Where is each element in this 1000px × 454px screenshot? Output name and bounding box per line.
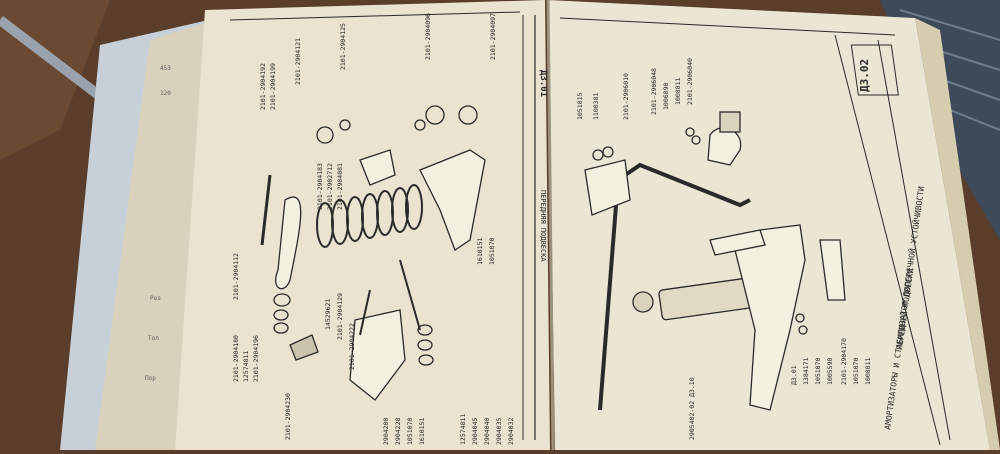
callout: 1610151 (476, 238, 484, 265)
left-callouts: 2101-2904180 12574811 2101-2904196 2101-… (232, 13, 515, 445)
book-spine (546, 0, 555, 451)
callout: 2101-2904196 (252, 335, 260, 382)
callout: 1005590 (826, 358, 834, 385)
left-section-code: ДЗ.01 (538, 70, 548, 97)
callout: 2101-2906010 (622, 73, 630, 120)
callout: 2904035 (495, 418, 503, 445)
callout: 2904045 (471, 418, 479, 445)
callout: 2101-2904129 (336, 293, 344, 340)
callout: 1051070 (814, 358, 822, 385)
callout: 2101-2902712 (326, 163, 334, 210)
callout: 2101-2904230 (284, 393, 292, 440)
callout: 2101-2904081 (336, 163, 344, 210)
callout: 2101-2904199 (269, 63, 277, 110)
svg-text:Рез: Рез (150, 295, 161, 302)
page-stack-right (915, 18, 1000, 450)
callout: 1008811 (864, 358, 872, 385)
right-section-code: ДЗ.02 (858, 59, 871, 92)
svg-text:Пор: Пор (145, 375, 156, 382)
callout: 2904040 (483, 418, 491, 445)
callout: 2101-2904125 (339, 23, 347, 70)
callout: 2904228 (394, 418, 402, 445)
chair-leg (0, 16, 109, 104)
callout: 2101-2904222 (348, 323, 356, 370)
svg-text:120: 120 (160, 90, 171, 97)
callout: 2101-2904112 (232, 253, 240, 300)
callout: 2101-2904183 (316, 163, 324, 210)
callout: 2101-2906048 (650, 68, 658, 115)
right-page (548, 0, 990, 450)
callout: 2101-2904192 (259, 63, 267, 110)
callout: 2904032 (507, 418, 515, 445)
callout: 1384171 (802, 358, 810, 385)
svg-text:453: 453 (160, 65, 171, 72)
callout: 2101-2904180 (232, 335, 240, 382)
callout: 1051815 (576, 93, 584, 120)
right-callouts: 1051815 1100381 2101-2906010 2101-290604… (576, 58, 872, 440)
svg-text:Тол: Тол (148, 335, 159, 342)
callout: 2101-2904096 (424, 13, 432, 60)
callout: 2905402-02 ДЗ.10 (688, 377, 696, 440)
callout: 1006890 (662, 83, 670, 110)
callout: 2101-2906040 (686, 58, 694, 105)
callout: 2904200 (382, 418, 390, 445)
callout: 1051070 (406, 418, 414, 445)
callout: 1610151 (418, 418, 426, 445)
shock-absorber-exploded-view (584, 111, 846, 411)
left-section-title: ПЕРЕДНЯЯ ПОДВЕСКА (539, 190, 547, 262)
callout: 1100381 (592, 93, 600, 120)
callout: 2101-2904097 (489, 13, 497, 60)
callout: 1008811 (674, 78, 682, 105)
callout: 2101-2904121 (294, 38, 302, 85)
callout: ДЗ.01 (790, 365, 798, 385)
callout: 12574811 (459, 414, 467, 445)
callout: 14529621 (324, 299, 332, 330)
callout: 2101-2904170 (840, 338, 848, 385)
callout: 1051070 (852, 358, 860, 385)
suspension-exploded-view (260, 105, 486, 401)
callout: 1051070 (488, 238, 496, 265)
callout: 12574811 (242, 351, 250, 382)
